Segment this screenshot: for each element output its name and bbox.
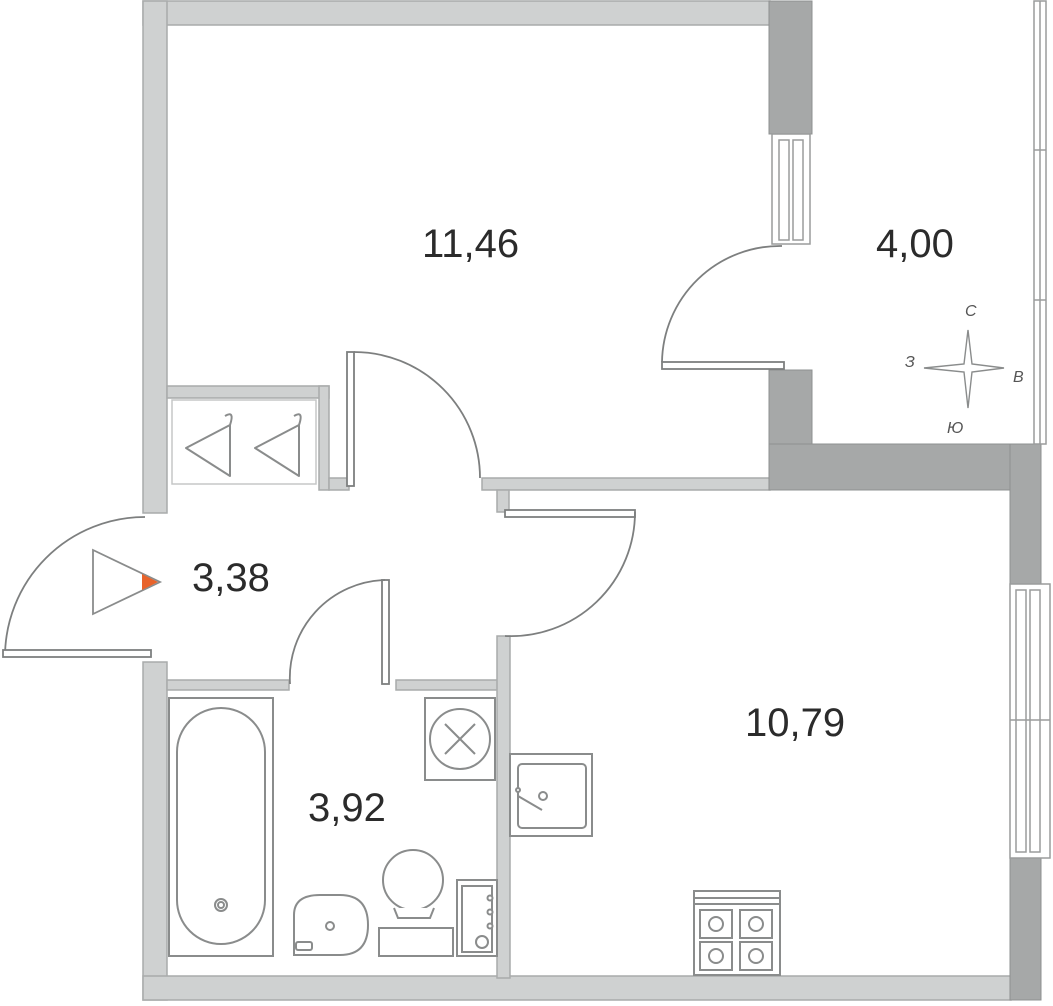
area-kitchen: 10,79 — [745, 701, 845, 745]
toilet-bowl — [382, 849, 444, 911]
stove-burner-ring — [708, 916, 724, 932]
balcony-window-frame — [771, 133, 811, 245]
wall-right-upper — [1009, 443, 1042, 585]
balcony-door-window — [771, 133, 811, 245]
wall-bath-kitchen — [496, 635, 511, 979]
hanger-icon — [185, 413, 233, 477]
kitchen-window-pane-2 — [1029, 589, 1041, 853]
doors — [2, 245, 785, 685]
entrance-door-leaf — [2, 649, 152, 658]
structural-walls — [768, 0, 1042, 1001]
boiler-dot — [486, 894, 494, 902]
kitchen-window — [1009, 583, 1051, 859]
balcony-window-pane-2 — [792, 139, 804, 241]
wall-door-jamb — [496, 489, 510, 513]
kitchen-door-leaf — [504, 509, 636, 518]
stove-burner-ring — [708, 948, 724, 964]
stove-burner-icon — [699, 909, 733, 939]
wall-hall-bath-right — [395, 679, 499, 691]
boiler-dot — [486, 908, 494, 916]
bathroom-door-swing — [288, 579, 386, 685]
wall-left-lower — [142, 661, 168, 1001]
closet-door-swing — [353, 351, 481, 479]
boiler-dot — [486, 922, 494, 930]
area-hall: 3,38 — [192, 556, 270, 600]
wall-closet-door-right — [328, 477, 350, 491]
washbasin-drain-icon — [325, 921, 335, 931]
room-areas: 11,46 4,00 3,38 3,92 10,79 — [192, 222, 954, 830]
stove-burner-ring — [748, 916, 764, 932]
kitchen-sink-tap — [517, 795, 543, 811]
area-living-room: 11,46 — [422, 222, 519, 266]
wardrobe — [171, 399, 317, 485]
kitchen-sink-tap-base — [515, 787, 521, 793]
compass-star-icon — [923, 329, 1005, 409]
compass-south: Ю — [947, 420, 963, 437]
wall-left-upper — [142, 0, 168, 514]
toilet-seat — [393, 907, 435, 919]
balcony-glazing — [1033, 0, 1047, 445]
hanger-icon — [254, 413, 302, 477]
compass-north: С — [965, 303, 977, 320]
wall-closet-top — [166, 385, 330, 399]
wall-bottom — [142, 975, 1012, 1001]
wall-living-kitchen — [481, 477, 771, 491]
boiler-gauge-icon — [475, 935, 489, 949]
balcony-window-pane-1 — [778, 139, 790, 241]
kitchen-fixtures — [509, 753, 781, 976]
compass-east: В — [1013, 369, 1024, 386]
wardrobe-outline — [171, 399, 317, 485]
bathroom-door-leaf — [381, 579, 390, 685]
compass-west: З — [905, 354, 915, 371]
bathtub-drain-inner — [217, 901, 225, 909]
wall-hall-bath — [166, 679, 290, 691]
area-bathroom: 3,92 — [308, 786, 386, 830]
wall-right-lower — [1009, 857, 1042, 1001]
bathroom-fixtures — [168, 697, 498, 957]
wall-balcony-bottom — [768, 443, 1042, 491]
entrance-door-swing — [4, 516, 146, 658]
compass: С Ю З В — [905, 303, 1024, 437]
stove-burner-ring — [748, 948, 764, 964]
pillar-top — [768, 0, 813, 135]
area-balcony: 4,00 — [876, 222, 954, 266]
entrance-arrow-icon — [142, 574, 158, 590]
wall-top — [142, 0, 771, 26]
balcony-door-swing — [661, 245, 783, 363]
washbasin-tap — [295, 941, 313, 951]
bathtub-basin — [176, 707, 266, 945]
entrance-marker — [92, 548, 163, 616]
wall-closet-right — [318, 385, 330, 491]
kitchen-door-swing — [504, 511, 636, 638]
toilet-tank — [378, 927, 454, 957]
washing-machine-cross-2 — [444, 723, 476, 755]
kitchen-sink-basin — [517, 763, 587, 829]
entrance-triangle-icon — [92, 548, 163, 616]
kitchen-sink-drain-icon — [538, 791, 548, 801]
closet-door-leaf — [346, 351, 355, 487]
kitchen-window-pane-1 — [1015, 589, 1027, 853]
balcony-door-leaf — [661, 361, 785, 370]
